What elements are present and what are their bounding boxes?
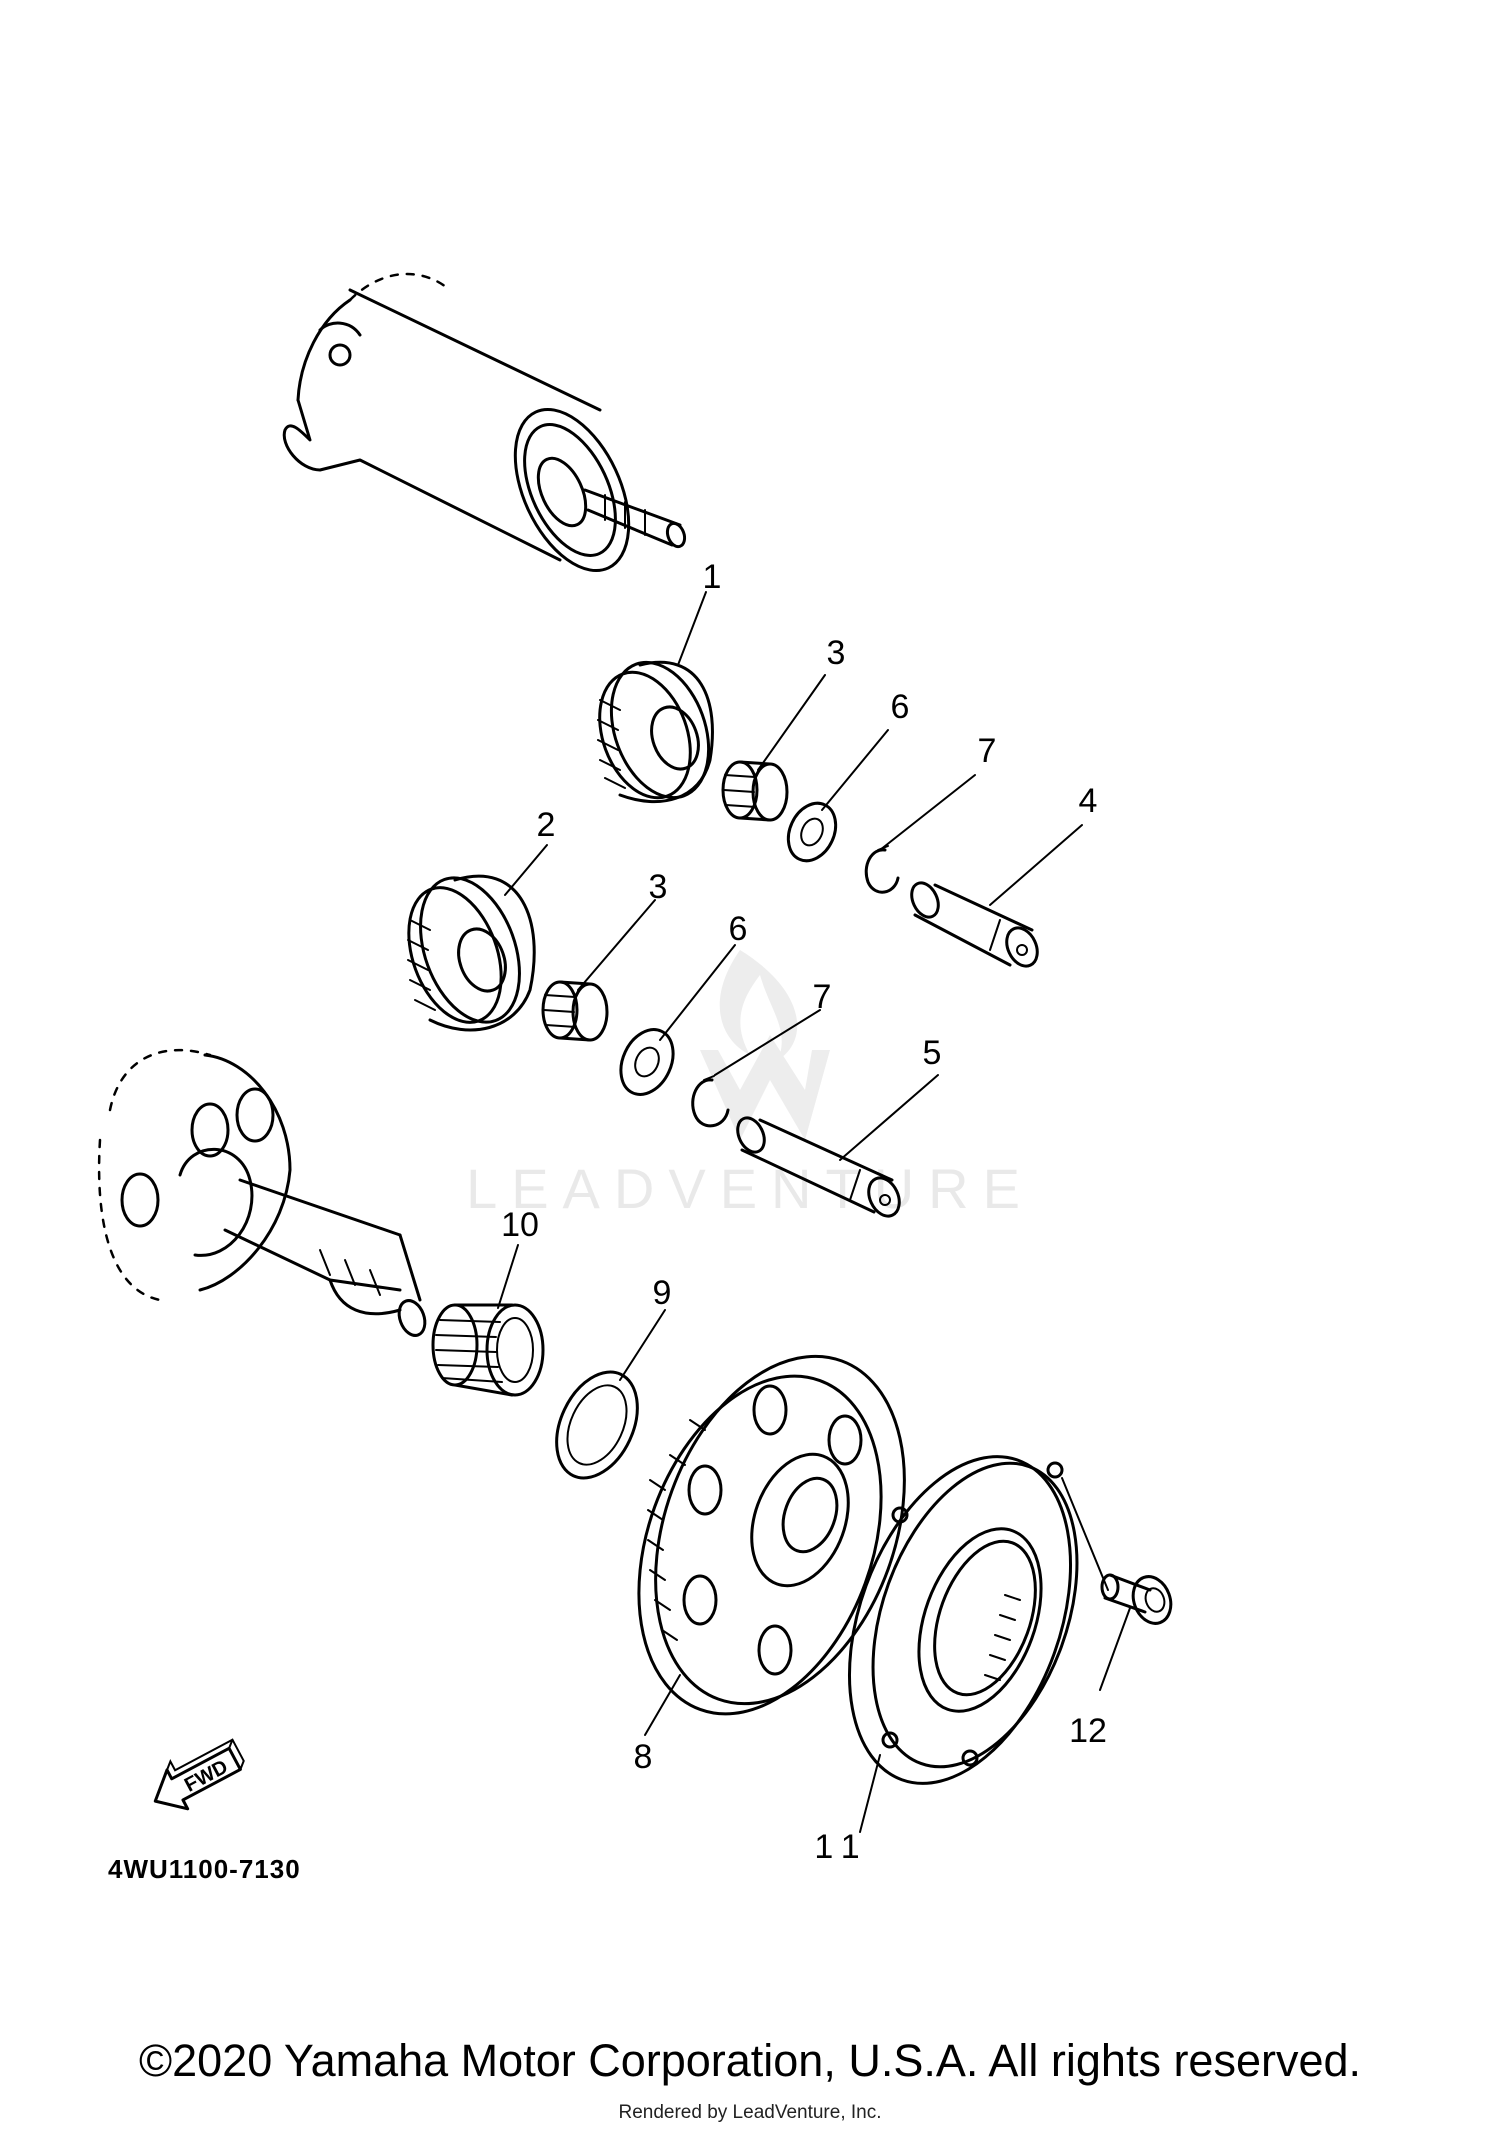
callout-3-lower: 3 (649, 868, 668, 906)
watermark-logo-mark (700, 1035, 830, 1140)
callout-1: 1 (703, 558, 722, 596)
callout-7-upper: 7 (978, 732, 997, 770)
callouts: 1 3 6 7 4 2 3 6 7 5 10 9 8 11 12 (501, 558, 1107, 1866)
callout-2: 2 (537, 806, 556, 844)
callout-6-lower: 6 (729, 910, 748, 948)
part-7-circlip-lower (691, 1075, 730, 1128)
part-6-washer-lower (619, 1028, 675, 1096)
callout-10: 10 (501, 1206, 539, 1244)
fwd-arrow: FWD (153, 1738, 245, 1811)
callout-3-upper: 3 (827, 634, 846, 672)
part-2-gear (407, 874, 536, 1032)
callout-8: 8 (634, 1738, 653, 1776)
callout-4: 4 (1079, 782, 1098, 820)
callout-6-upper: 6 (891, 688, 910, 726)
part-7-circlip-upper (864, 845, 900, 894)
part-3-bearing-lower (541, 980, 609, 1042)
callout-5: 5 (923, 1034, 942, 1072)
diagram-code: 4WU1100-7130 (108, 1854, 301, 1884)
watermark: LEADVENTURE (466, 950, 1034, 1220)
part-1-gear (597, 660, 714, 803)
callout-12: 12 (1069, 1712, 1107, 1750)
callout-11: 11 (814, 1828, 869, 1866)
watermark-text: LEADVENTURE (466, 1157, 1034, 1220)
callout-7-lower: 7 (813, 978, 832, 1016)
part-5-shaft (736, 1116, 901, 1218)
starter-motor (282, 272, 687, 573)
rendered-by-credit: Rendered by LeadVenture, Inc. (618, 2102, 882, 2123)
part-10-bearing (431, 1303, 545, 1397)
part-6-washer-upper (786, 801, 838, 863)
part-12-bolt (1100, 1573, 1173, 1625)
starter-clutch-hub (97, 1048, 427, 1337)
leader-lines (497, 591, 1131, 1833)
copyright-notice: ©2020 Yamaha Motor Corporation, U.S.A. A… (138, 2035, 1362, 2086)
callout-9: 9 (653, 1274, 672, 1312)
part-8-ring-gear (637, 1354, 906, 1716)
part-11-one-way-clutch (847, 1455, 1079, 1785)
part-4-shaft (910, 881, 1039, 968)
watermark-logo (719, 950, 798, 1060)
part-9-washer (555, 1370, 639, 1480)
part-3-bearing-upper (721, 760, 789, 822)
